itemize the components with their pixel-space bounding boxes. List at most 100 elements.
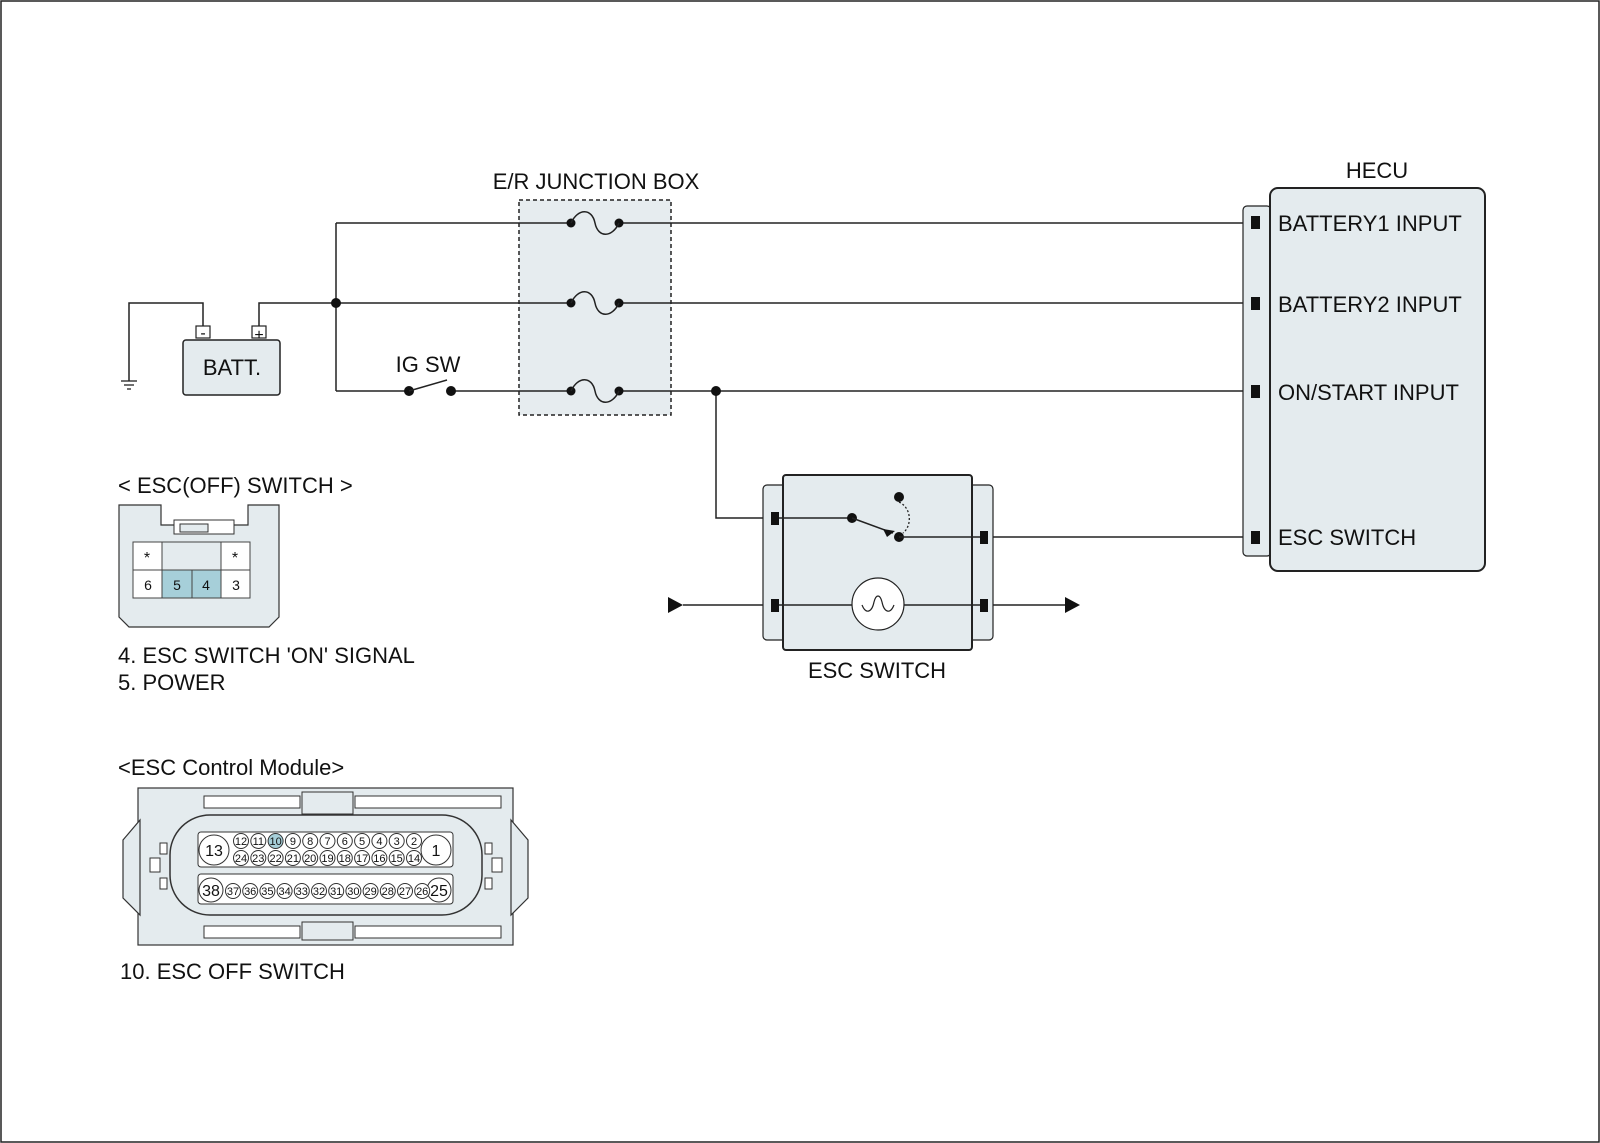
pin-cell-highlighted: [161, 569, 193, 599]
esc-off-switch-title: < ESC(OFF) SWITCH >: [118, 473, 353, 498]
ecm-pin-label: 33: [296, 886, 308, 898]
junction-node: [331, 298, 341, 308]
ecm-pin: [250, 833, 267, 849]
ecm-pin: [362, 883, 379, 899]
ecm-big-pin-label: 38: [202, 883, 220, 900]
esc-switch-component: ESC SWITCH: [762, 474, 994, 683]
pin-cell: [220, 569, 251, 599]
ecm-pin: [328, 883, 345, 899]
ig-switch: IG SW: [396, 352, 461, 396]
ecm-pin: [371, 833, 388, 849]
battery-positive-sign: +: [254, 327, 263, 344]
ecm-pin: [293, 883, 310, 899]
esc-switch-label: ESC SWITCH: [808, 658, 946, 683]
ecm-pin-label: 20: [304, 853, 316, 865]
junction-box: E/R JUNCTION BOX: [493, 169, 700, 416]
hecu-pin: [1251, 297, 1260, 310]
esc-control-module-note: 10. ESC OFF SWITCH: [120, 959, 345, 984]
pin-label: 6: [144, 577, 152, 593]
ecm-pin: [284, 850, 301, 866]
ecm-pin-label: 37: [227, 886, 239, 898]
pin-cell-highlighted: [191, 569, 222, 599]
ecm-pin: [302, 833, 319, 849]
hecu-connector-strip: [1242, 205, 1272, 557]
fuse-1: [566, 211, 624, 235]
ig-switch-label: IG SW: [396, 352, 461, 377]
ecm-pin-label: 8: [307, 836, 313, 848]
hecu-title: HECU: [1346, 158, 1408, 183]
ecm-pin-label: 5: [359, 836, 365, 848]
ecm-pin: [345, 883, 362, 899]
ecm-pin-label: 15: [391, 853, 403, 865]
ecm-pin: [267, 850, 284, 866]
pin-mark: *: [144, 550, 150, 567]
ecm-big-pin-label: 13: [205, 843, 223, 860]
ecm-pin-label: 28: [382, 886, 394, 898]
ecm-pin-label: 31: [330, 886, 342, 898]
wires: [258, 222, 1249, 606]
arrow-out-icon: [1065, 597, 1080, 613]
ecm-pin: [250, 850, 267, 866]
ecm-pin: [388, 850, 405, 866]
battery-negative-sign: -: [200, 325, 205, 342]
esc-off-switch-note: 4. ESC SWITCH 'ON' SIGNAL: [118, 643, 415, 668]
ecm-pin: [379, 883, 396, 899]
ecm-pin-label: 36: [244, 886, 256, 898]
ecm-pin-label: 10: [269, 836, 281, 848]
ecm-pin-label: 7: [324, 836, 330, 848]
ecm-pin-label: 30: [347, 886, 359, 898]
hecu-pin: [1251, 385, 1260, 398]
ecm-pin: [414, 883, 431, 899]
ecm-pin: [233, 833, 249, 849]
ecm-pin: [302, 850, 319, 866]
ecm-pin-label: 3: [394, 836, 400, 848]
ecm-big-pin-label: 25: [430, 883, 448, 900]
ecm-big-pin-label: 1: [432, 843, 441, 860]
ecm-pin: [336, 850, 353, 866]
ecm-pin-label: 35: [261, 886, 273, 898]
ecm-big-pin: [420, 834, 452, 866]
junction-box-outline: [518, 199, 672, 416]
ecm-pin-label: 22: [269, 853, 281, 865]
fuse-3: [566, 379, 624, 403]
pin-label: 5: [173, 577, 181, 593]
ecm-big-pin: [198, 877, 224, 903]
ecm-pin-label: 19: [321, 853, 333, 865]
ecm-big-pin: [198, 834, 230, 866]
ecm-pin: [388, 833, 405, 849]
ecm-pin: [225, 883, 241, 899]
ecm-pin: [276, 883, 293, 899]
ecm-pin: [336, 833, 353, 849]
ecm-pin: [233, 850, 249, 866]
ecm-pin: [371, 850, 388, 866]
battery: BATT. - +: [182, 325, 281, 396]
battery-label: BATT.: [203, 355, 261, 380]
ecm-pin-label: 23: [252, 853, 264, 865]
ecm-pin-label: 6: [342, 836, 348, 848]
battery-body: [182, 339, 281, 396]
ecm-pin-label: 14: [408, 853, 420, 865]
pin-mark: *: [232, 550, 238, 567]
ecm-pin-label: 21: [287, 853, 299, 865]
ecm-pin: [354, 833, 371, 849]
ecm-pin: [311, 883, 327, 899]
hecu-module: HECU BATTERY1 INPUT BATTERY2 INPUT ON/ST…: [1242, 158, 1486, 572]
ecm-pin: [242, 883, 259, 899]
ecm-pin: [284, 833, 301, 849]
hecu-input-battery1: BATTERY1 INPUT: [1278, 211, 1462, 236]
ecm-pin-label: 26: [416, 886, 428, 898]
pin-cell: [132, 569, 163, 599]
ecm-pin-highlighted: [267, 833, 284, 849]
hecu-input-on-start: ON/START INPUT: [1278, 380, 1459, 405]
ecm-pin-label: 24: [235, 853, 247, 865]
ecm-pin-label: 27: [399, 886, 411, 898]
ecm-pin: [319, 833, 336, 849]
ecm-pin-label: 17: [356, 853, 368, 865]
ecm-pin-label: 16: [373, 853, 385, 865]
esc-off-switch-note: 5. POWER: [118, 670, 226, 695]
ecm-pin: [319, 850, 336, 866]
